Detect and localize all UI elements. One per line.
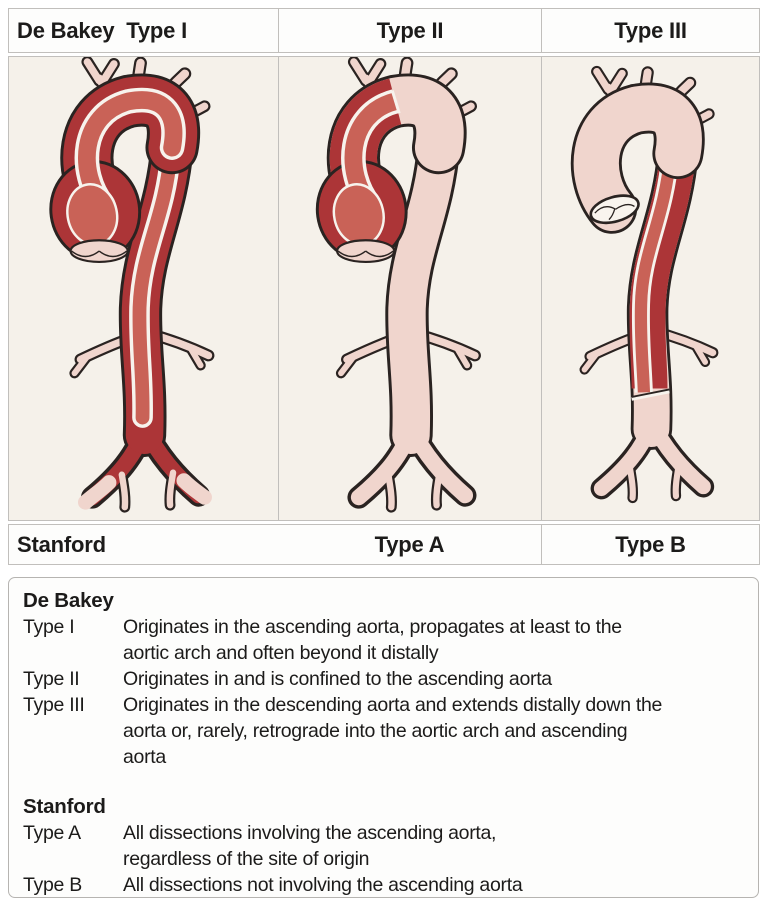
- definition-label: Type II: [23, 668, 80, 690]
- definition-line: Originates in and is confined to the asc…: [123, 668, 552, 690]
- header-debakey-type-1: De Bakey Type I: [17, 17, 188, 43]
- definition-row-type-a: Type A All dissections involving the asc…: [23, 820, 748, 872]
- type-iii-aorta-illustration: [570, 65, 719, 504]
- definition-line: Originates in the descending aorta and e…: [123, 694, 663, 716]
- definitions-panel: De Bakey Type I Originates in the ascend…: [8, 577, 759, 898]
- definition-line: All dissections involving the ascending …: [123, 822, 497, 844]
- stanford-label: Stanford: [17, 531, 106, 557]
- definition-text: Originates in the ascending aorta, propa…: [123, 614, 748, 666]
- definition-text: Originates in and is confined to the asc…: [123, 666, 748, 692]
- definition-label: Type B: [23, 874, 82, 896]
- header-type-2: Type II: [278, 9, 541, 52]
- aorta-panel-type-i: [9, 57, 278, 520]
- type-i-aorta-illustration: [49, 57, 215, 513]
- debakey-heading: De Bakey: [23, 589, 114, 612]
- definition-row-type-b: Type B All dissections not involving the…: [23, 872, 748, 898]
- aorta-illustration-row: [8, 56, 760, 521]
- stanford-type-a: Type A: [374, 531, 445, 557]
- definition-line: regardless of the site of origin: [123, 848, 370, 870]
- definition-row-type-iii: Type III Originates in the descending ao…: [23, 692, 748, 770]
- definition-line: aorta: [123, 746, 166, 768]
- header-type-3: Type III: [541, 9, 759, 52]
- definition-label: Type I: [23, 616, 75, 638]
- type-ii-aorta-illustration: [315, 57, 481, 513]
- stanford-type-b: Type B: [541, 525, 759, 564]
- legend-section-gap: [23, 770, 748, 794]
- stanford-classification-row: Stanford Type A Type B: [8, 524, 760, 565]
- definition-row-type-i: Type I Originates in the ascending aorta…: [23, 614, 748, 666]
- definition-line: aorta or, rarely, retrograde into the ao…: [123, 720, 628, 742]
- definition-line: aortic arch and often beyond it distally: [123, 642, 439, 664]
- definition-line: Originates in the ascending aorta, propa…: [123, 616, 622, 638]
- aorta-panel-type-ii: [278, 57, 541, 520]
- definition-line: All dissections not involving the ascend…: [123, 874, 523, 896]
- definition-label: Type A: [23, 822, 81, 844]
- definition-label: Type III: [23, 694, 85, 716]
- stanford-heading: Stanford: [23, 795, 106, 818]
- definition-row-type-ii: Type II Originates in and is confined to…: [23, 666, 748, 692]
- aorta-panel-type-iii: [541, 57, 759, 520]
- definition-text: All dissections involving the ascending …: [123, 820, 748, 872]
- classification-header-row: De Bakey Type I Type II Type III: [8, 8, 760, 53]
- definition-text: Originates in the descending aorta and e…: [123, 692, 748, 770]
- definition-text: All dissections not involving the ascend…: [123, 872, 748, 898]
